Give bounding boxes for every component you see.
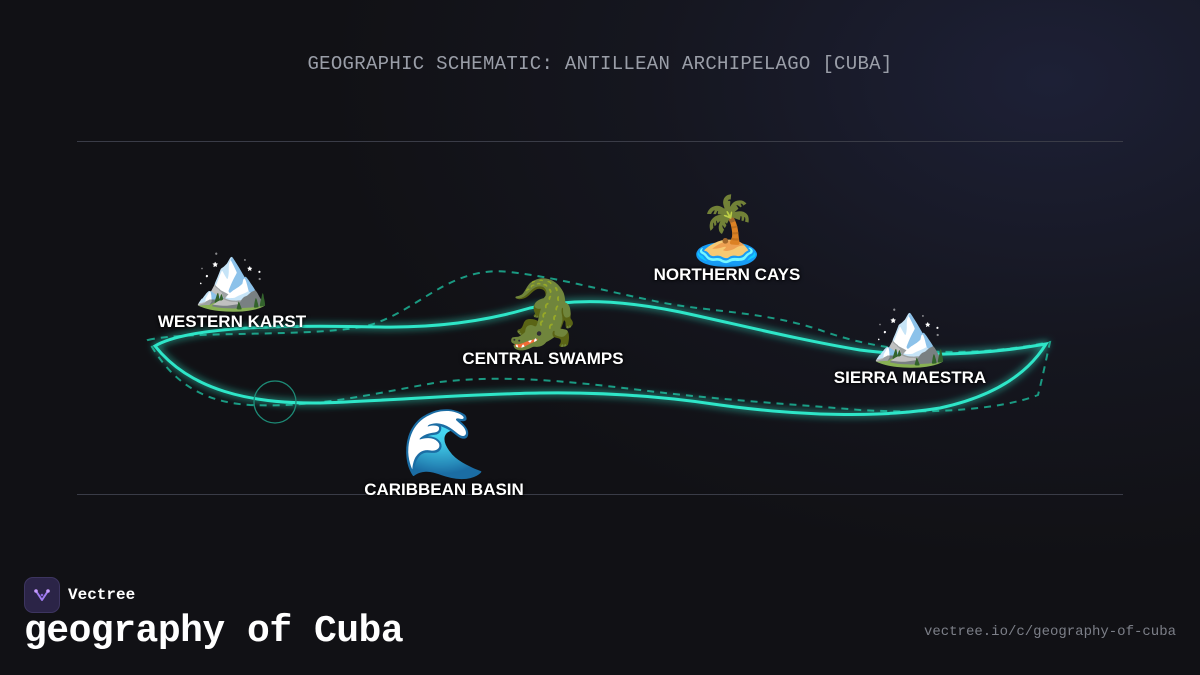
region-northern-cays: 🏝️ NORTHERN CAYS <box>654 197 801 285</box>
dashed-coastline <box>146 270 1052 413</box>
region-label: CENTRAL SWAMPS <box>462 349 624 368</box>
water-wave-icon: 🌊 <box>401 406 487 482</box>
bottom-divider <box>77 494 1123 495</box>
desert-island-icon: 🏝️ <box>685 193 769 267</box>
region-label: SIERRA MAESTRA <box>833 368 987 387</box>
page-title: geography of Cuba <box>24 610 404 653</box>
brand-name: Vectree <box>68 586 136 604</box>
vectree-logo-icon <box>24 577 60 613</box>
region-central-swamps: 🐊 CENTRAL SWAMPS <box>462 281 623 369</box>
snow-capped-mountain-icon: 🏔️ <box>871 300 949 369</box>
location-marker-circle <box>253 380 297 424</box>
region-western-karst: 🏔️ WESTERN KARST <box>158 248 306 332</box>
source-url[interactable]: vectree.io/c/geography-of-cuba <box>923 624 1176 640</box>
top-divider <box>77 141 1123 142</box>
snow-capped-mountain-icon: 🏔️ <box>193 244 271 313</box>
region-caribbean-basin: 🌊 CARIBBEAN BASIN <box>364 410 524 500</box>
region-label: CARIBBEAN BASIN <box>364 480 524 499</box>
region-sierra-maestra: 🏔️ SIERRA MAESTRA <box>834 304 986 388</box>
region-label: WESTERN KARST <box>157 312 307 331</box>
brand[interactable]: Vectree <box>24 577 135 613</box>
schematic-title: GEOGRAPHIC SCHEMATIC: ANTILLEAN ARCHIPEL… <box>307 53 893 75</box>
glowing-coastline <box>152 300 1050 416</box>
crocodile-icon: 🐊 <box>501 277 585 351</box>
region-label: NORTHERN CAYS <box>653 265 801 284</box>
